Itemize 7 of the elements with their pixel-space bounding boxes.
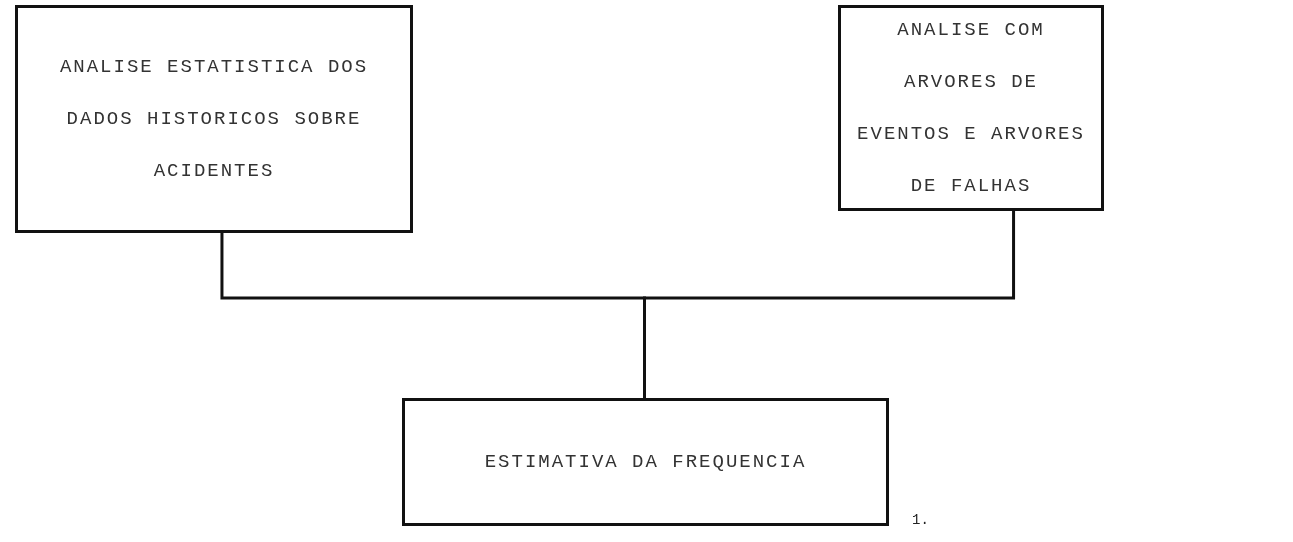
figure-number: 1.: [912, 512, 929, 528]
process-box: [402, 398, 889, 526]
box-text: ESTIMATIVA DA FREQUENCIA: [484, 450, 807, 475]
process-box: [15, 5, 413, 233]
process-box: [838, 5, 1104, 211]
box-text: ANALISE COM ARVORES DE EVENTOS E ARVORES DE FALHAS: [856, 18, 1086, 199]
box-text: ANALISE ESTATISTICA DOS DADOS HISTORICOS SOBRE ACIDENTES: [58, 55, 370, 184]
